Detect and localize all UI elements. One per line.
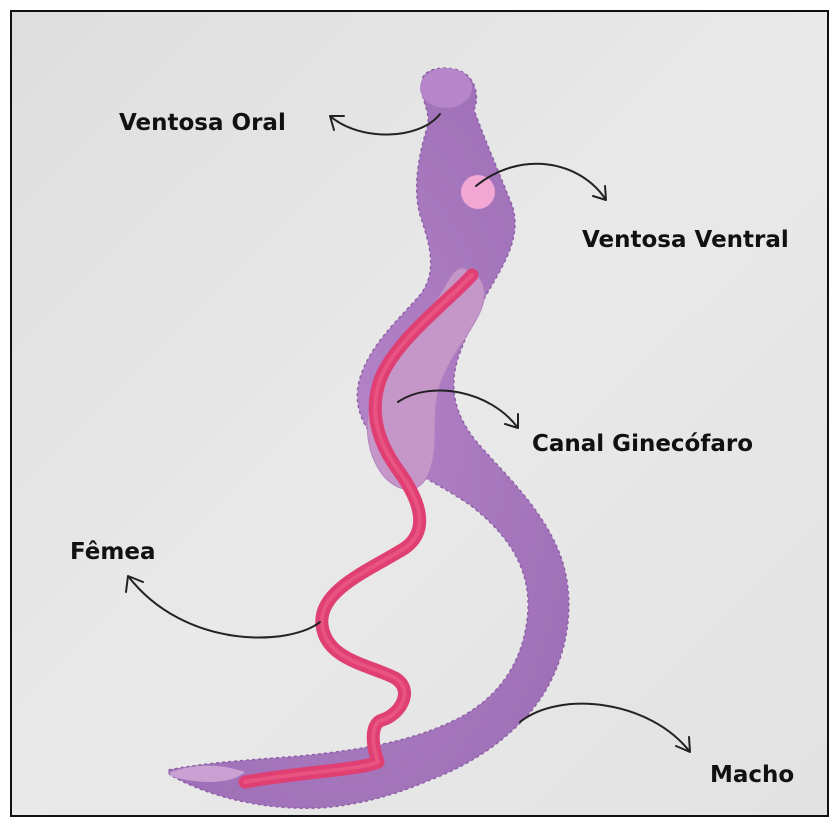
ventral-sucker (461, 175, 495, 209)
label-canal-ginecoforo: Canal Ginecófaro (532, 433, 753, 456)
label-ventosa-oral: Ventosa Oral (119, 112, 286, 135)
label-femea: Fêmea (70, 541, 155, 564)
oral-sucker (420, 68, 472, 108)
label-ventosa-ventral: Ventosa Ventral (582, 229, 789, 252)
label-macho: Macho (710, 764, 794, 787)
